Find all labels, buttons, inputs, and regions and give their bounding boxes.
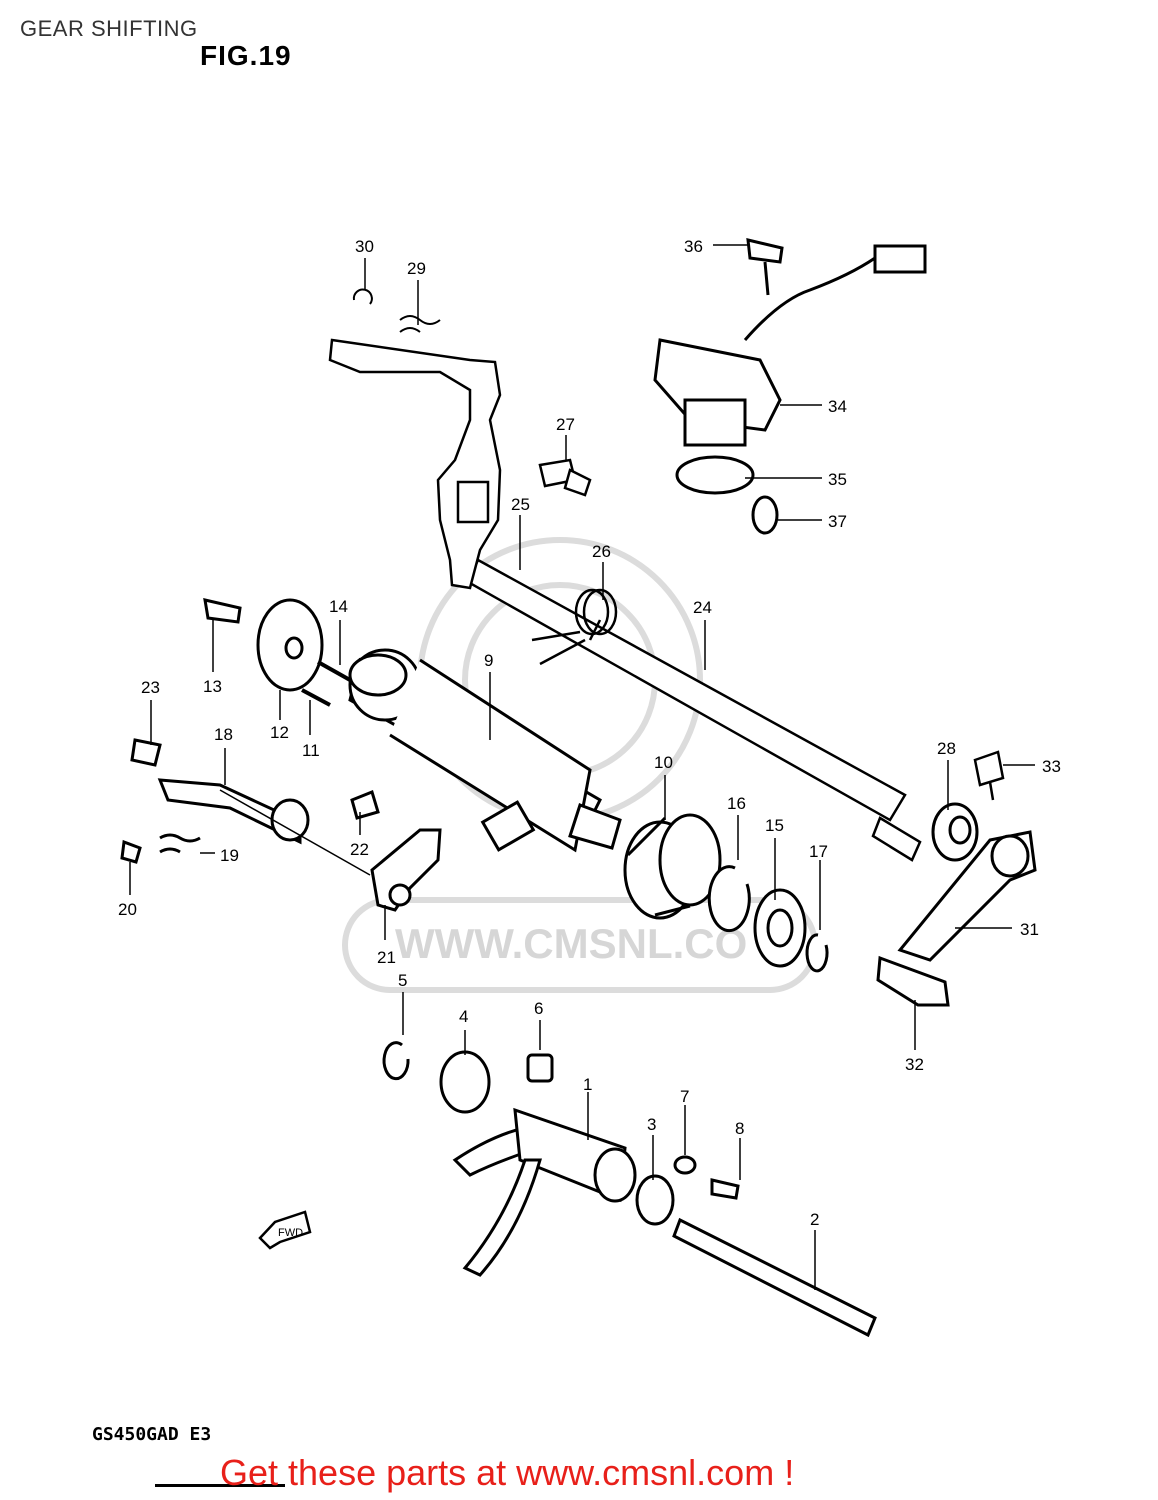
callout-3: 3 <box>647 1115 656 1134</box>
gearshift-lever <box>876 830 1037 1007</box>
callout-13: 13 <box>203 677 222 696</box>
callout-12: 12 <box>270 723 289 742</box>
gearshift-fork <box>452 1107 877 1338</box>
forward-arrow-icon <box>258 1210 312 1250</box>
shaft-bearing <box>931 802 979 862</box>
drum-bearing <box>623 813 722 920</box>
callout-1: 1 <box>583 1075 592 1094</box>
callout-14: 14 <box>329 597 348 616</box>
callout-7: 7 <box>680 1087 689 1106</box>
circlips-bearing <box>707 865 829 973</box>
callout-15: 15 <box>765 816 784 835</box>
banner-underline <box>155 1484 285 1487</box>
callout-28: 28 <box>937 739 956 758</box>
callout-8: 8 <box>735 1119 744 1138</box>
callout-numbers: 1 2 3 4 5 6 7 8 9 10 11 12 13 14 15 16 1… <box>118 237 1061 1229</box>
forward-arrow-label: FWD <box>278 1227 303 1239</box>
callout-16: 16 <box>727 794 746 813</box>
page-title: GEAR SHIFTING <box>20 16 198 41</box>
callout-11: 11 <box>302 741 320 760</box>
cam-stopper-plate <box>203 598 351 707</box>
callout-26: 26 <box>592 542 611 561</box>
cam-stopper-arm <box>120 738 310 864</box>
gearshift-cam-drum <box>348 648 622 853</box>
callout-33: 33 <box>1042 757 1061 776</box>
shift-arm-plate <box>328 338 502 590</box>
callout-9: 9 <box>484 651 493 670</box>
callout-37: 37 <box>828 512 847 531</box>
callout-25: 25 <box>511 495 530 514</box>
model-code: GS450GAD E3 <box>92 1424 212 1445</box>
small-spring <box>352 288 441 333</box>
callout-30: 30 <box>355 237 374 256</box>
callout-2: 2 <box>810 1210 819 1229</box>
callout-27: 27 <box>556 415 575 434</box>
callout-23: 23 <box>141 678 160 697</box>
callout-32: 32 <box>905 1055 924 1074</box>
callout-10: 10 <box>654 753 673 772</box>
lever-bolt <box>973 750 1005 801</box>
watermark-text: WWW.CMSNL.CO <box>395 920 747 967</box>
fork-small-parts <box>382 1041 554 1114</box>
callout-19: 19 <box>220 846 239 865</box>
callout-4: 4 <box>459 1007 468 1026</box>
callout-31: 31 <box>1020 920 1039 939</box>
neutral-plug <box>538 458 592 497</box>
callout-20: 20 <box>118 900 137 919</box>
parts-banner-link[interactable]: Get these parts at www.cmsnl.com ! <box>220 1452 795 1493</box>
callout-21: 21 <box>377 948 396 967</box>
callout-22: 22 <box>350 840 369 859</box>
callout-24: 24 <box>693 598 712 617</box>
callout-18: 18 <box>214 725 233 744</box>
callout-29: 29 <box>407 259 426 278</box>
return-spring <box>531 588 618 666</box>
leader-lines <box>129 244 1035 1290</box>
figure-label: FIG.19 <box>200 40 292 71</box>
callout-34: 34 <box>828 397 847 416</box>
callout-6: 6 <box>534 999 543 1018</box>
callout-35: 35 <box>828 470 847 489</box>
gear-position-switch <box>653 238 927 535</box>
callout-17: 17 <box>809 842 828 861</box>
callout-5: 5 <box>398 971 407 990</box>
callout-36: 36 <box>684 237 703 256</box>
shift-pawl-plate <box>350 789 442 912</box>
